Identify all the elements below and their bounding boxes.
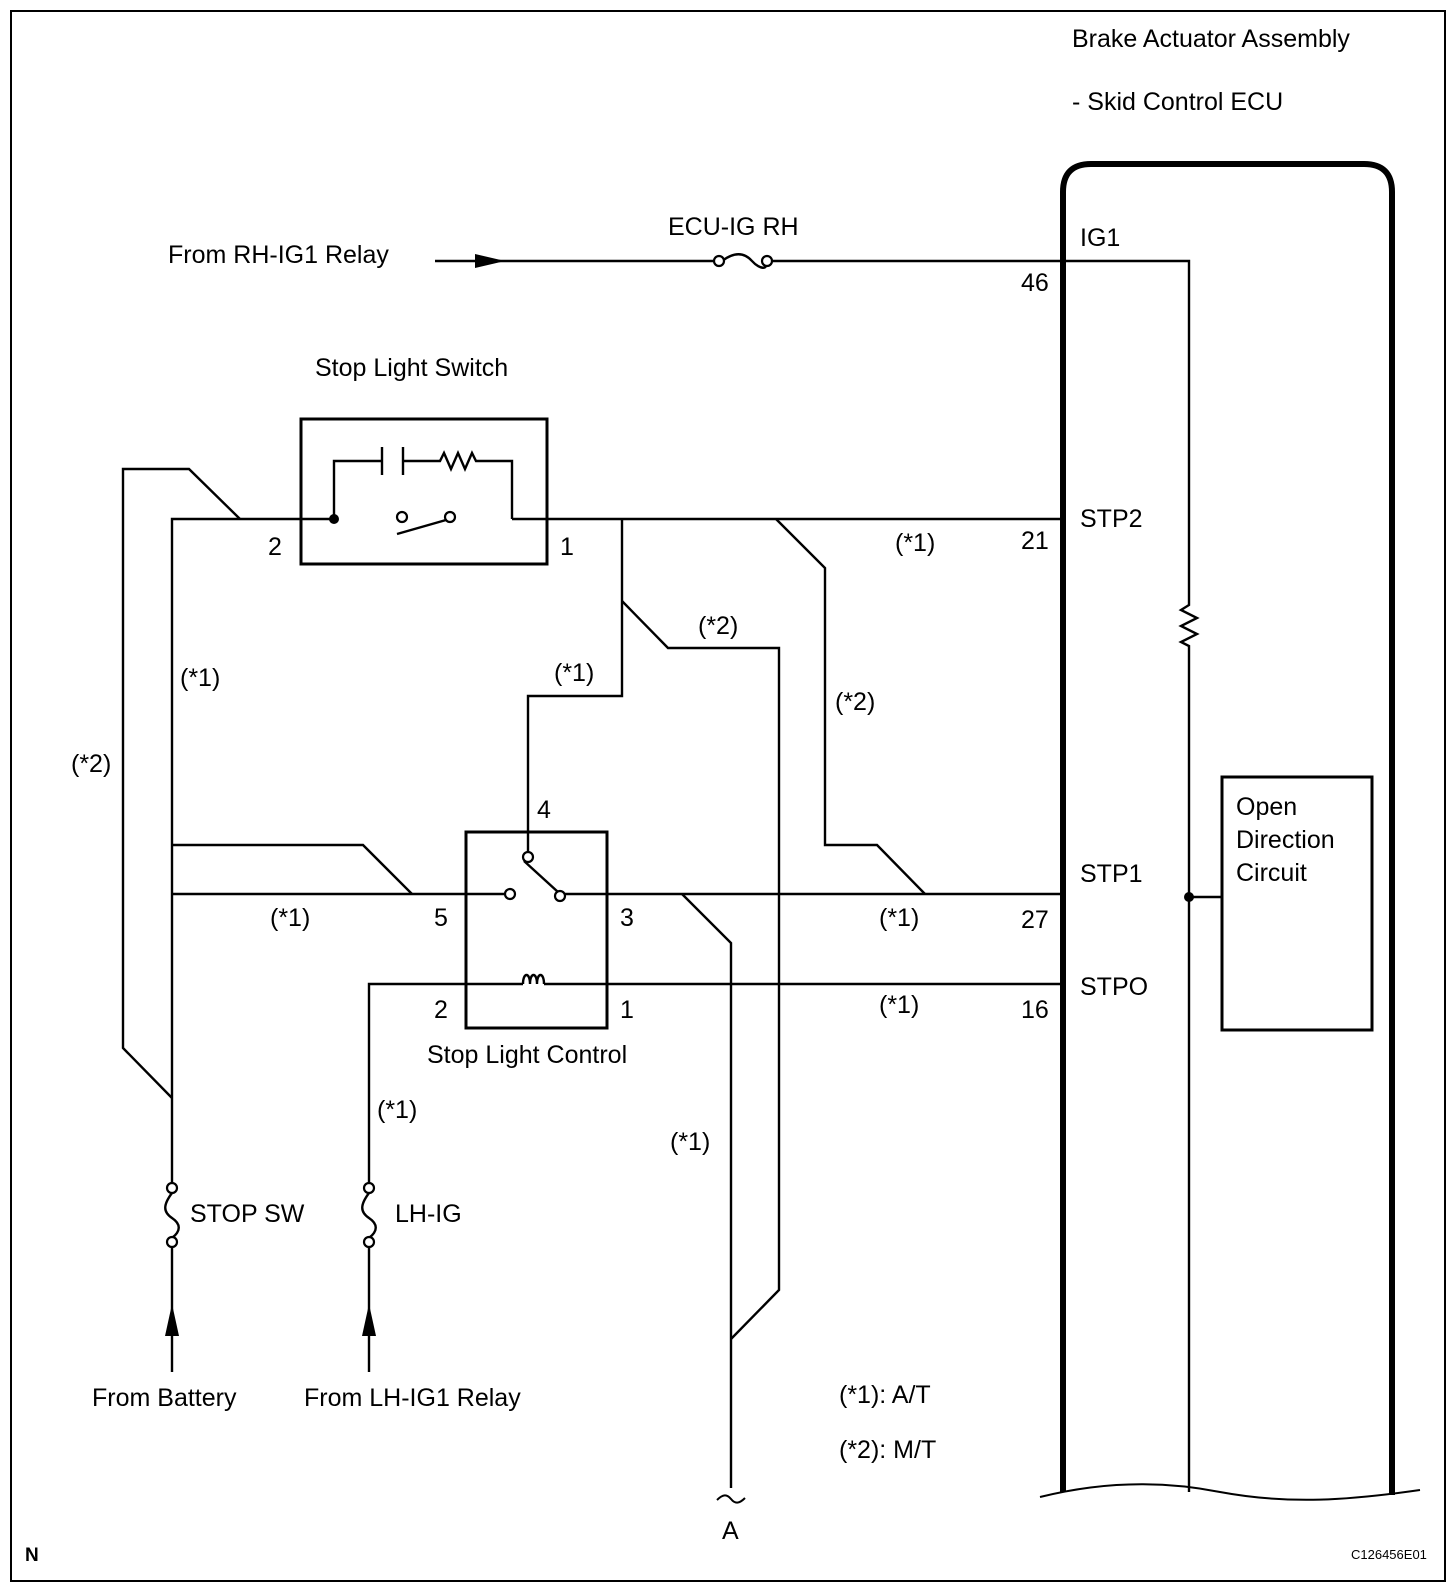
fuse-stop-sw-icon [164,1181,180,1249]
connector-a-break [716,1494,746,1504]
stop-light-switch-box [299,417,549,566]
variant-mark-mt-stp2-stp1: (*2) [835,688,875,716]
wire-switch-pin2 [170,517,334,1098]
diagram-frame [10,10,1446,1582]
open-direction-circuit-box [1220,775,1374,1032]
variant-mark-mt-branch-top: (*2) [698,612,738,640]
terminal-stp1-pin: 27 [1021,906,1049,934]
ecu-body-outline [1060,161,1395,1495]
open-direction-circuit-label-3: Circuit [1236,859,1307,887]
terminal-stpo-pin: 16 [1021,996,1049,1024]
wire-at-switch-to-pin5 [172,843,413,895]
ecu-title-line1: Brake Actuator Assembly [1072,25,1350,53]
variant-mark-at-stp2: (*1) [895,529,935,557]
fuse-lh-ig-label: LH-IG [395,1200,462,1228]
figure-code: C126456E01 [1351,1547,1427,1562]
variant-mark-at-stpo: (*1) [879,991,919,1019]
terminal-stpo-name: STPO [1080,973,1148,1001]
wire-lh-ig-to-coil [367,982,523,1182]
stop-light-switch-internal [329,447,514,536]
control-pin-3: 3 [620,904,634,932]
wire-at-to-control-pin4 [526,519,624,852]
open-direction-circuit-label-2: Direction [1236,826,1335,854]
ecu-break-line [1039,1483,1421,1501]
terminal-stp2-pin: 21 [1021,527,1049,555]
stop-light-switch-pin-left: 2 [268,533,282,561]
source-rh-ig1-relay: From RH-IG1 Relay [168,241,389,269]
variant-mark-at-connector: (*1) [670,1128,710,1156]
legend-at: (*1): A/T [839,1381,931,1409]
variant-mark-at-left: (*1) [180,664,220,692]
control-pin-1: 1 [620,996,634,1024]
wire-mt-outer-loop [121,467,241,1099]
legend-mt: (*2): M/T [839,1436,936,1464]
stop-light-control-coil [521,973,546,985]
control-pin-5: 5 [434,904,448,932]
fuse-lh-ig-icon [361,1181,377,1249]
open-direction-circuit-label-1: Open [1236,793,1297,821]
terminal-ig1-name: IG1 [1080,224,1120,252]
arrow-from-lh-ig1-relay [362,1304,376,1336]
arrow-from-battery [165,1304,179,1336]
terminal-ig1-pin: 46 [1021,269,1049,297]
stop-light-switch-pin-right: 1 [560,533,574,561]
variant-mark-mt-left: (*2) [71,750,111,778]
stop-light-control-box [464,830,609,1030]
fuse-stop-sw-label: STOP SW [190,1200,305,1228]
arrow-rh-ig1 [475,254,505,268]
stop-light-control-switch [503,850,567,903]
stop-light-control-label: Stop Light Control [427,1041,627,1069]
corner-mark: N [25,1545,39,1566]
variant-mark-at-pin5: (*1) [270,904,310,932]
variant-mark-at-pin4: (*1) [554,659,594,687]
wire-mt-stp2-to-stp1 [775,518,926,895]
variant-mark-at-lh-ig: (*1) [377,1096,417,1124]
terminal-stp2-name: STP2 [1080,505,1143,533]
ecu-internal-line [1063,259,1200,1492]
terminal-stp1-name: STP1 [1080,860,1143,888]
control-pin-2: 2 [434,996,448,1024]
source-battery: From Battery [92,1384,237,1412]
fuse-ecu-ig-rh-label: ECU-IG RH [668,213,799,241]
wire-mt-to-connector-a [621,600,781,1340]
wire-at-pin3-to-connector-a [681,893,733,1488]
fuse-ecu-ig-rh-icon [712,253,774,269]
source-lh-ig1-relay: From LH-IG1 Relay [304,1384,521,1412]
connector-a-label: A [722,1517,739,1545]
control-pin-4: 4 [537,796,551,824]
stop-light-switch-label: Stop Light Switch [315,354,508,382]
ecu-title-line2: - Skid Control ECU [1072,88,1283,116]
variant-mark-at-stp1: (*1) [879,904,919,932]
